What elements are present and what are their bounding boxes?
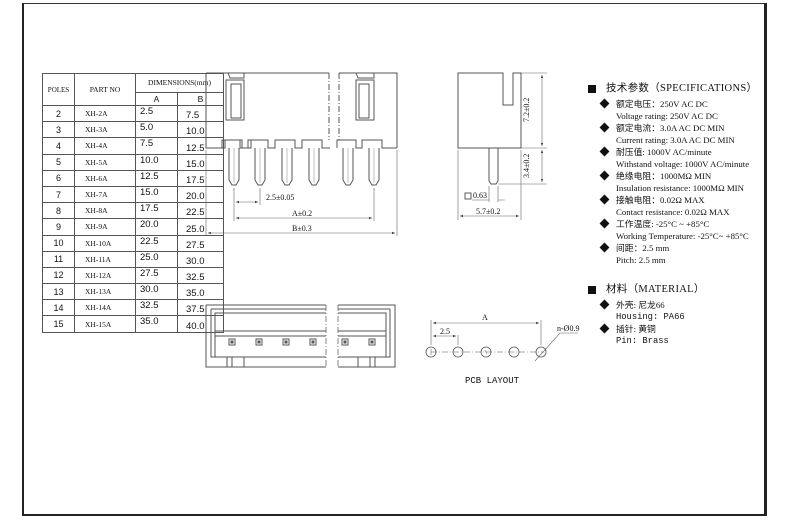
spec-en: Contact resistance: 0.02Ω MAX [616,207,730,217]
specifications-heading: 技术参数（SPECIFICATIONS） [588,83,768,95]
spec-cn: 额定电压：250V AC DC [616,99,708,109]
height-dimension-label: 7.2±0.2 [522,97,531,122]
spec-cn: 工作温度: -25°C ~ +85°C [616,219,710,229]
spec-cn: 接触电阻：0.02Ω MAX [616,195,705,205]
cell-poles: 15 [42,315,75,333]
diamond-bullet-icon [599,323,610,334]
spec-en: Withstand voltage: 1000V AC/minute [616,159,750,169]
side-view [457,72,547,220]
cell-b: 17.5 [177,169,224,187]
pcb-layout-drawing [425,320,578,362]
cell-b: 10.0 [177,121,224,139]
diamond-bullet-icon [599,170,610,181]
specifications-section: 技术参数（SPECIFICATIONS） 额定电压：250V AC DC Volt… [588,83,768,266]
diamond-bullet-icon [599,98,610,109]
pitch-dimension-label: 2.5±0.05 [266,193,295,202]
cell-b: 40.0 [177,315,224,333]
cell-b: 12.5 [177,137,224,155]
spec-cn: 间距：2.5 mm [616,243,670,253]
material-en: Housing: PA66 [616,312,685,322]
spec-item: 间距：2.5 mm Pitch: 2.5 mm [588,242,768,266]
diamond-bullet-icon [599,122,610,133]
spec-cn: 耐压值: 1000V AC/minute [616,147,712,157]
material-en: Pin: Brass [616,336,669,346]
drawing-frame [22,3,767,516]
square-bullet-icon [588,286,596,294]
diamond-bullet-icon [599,146,610,157]
spec-en: Voltage rating: 250V AC DC [616,111,718,121]
cell-a: 35.0 [135,315,178,333]
diamond-bullet-icon [599,299,610,310]
spec-item: 接触电阻：0.02Ω MAX Contact resistance: 0.02Ω … [588,194,768,218]
pcb-pitch-label: 2.5 [440,327,450,336]
cell-b: 37.5 [177,299,224,317]
cell-b: 25.0 [177,218,224,236]
spec-en: Working Temperature: -25°C~ +85°C [616,231,749,241]
header-b: B [177,91,224,107]
spec-cn: 绝缘电阻：1000MΩ MIN [616,171,712,181]
spec-en: Current rating: 3.0A AC DC MIN [616,135,735,145]
cell-b: 22.5 [177,202,224,220]
cell-part: XH-15A [74,315,136,333]
spec-item: 绝缘电阻：1000MΩ MIN Insulation resistance: 10… [588,170,768,194]
spec-item: 额定电流：3.0A AC DC MIN Current rating: 3.0A … [588,122,768,146]
cell-b: 20.0 [177,185,224,204]
spec-cn: 额定电流：3.0A AC DC MIN [616,123,725,133]
b-dimension-label: B±0.3 [292,224,312,233]
material-cn: 外壳: 尼龙66 [616,300,665,310]
width-dimension-label: 5.7±0.2 [476,207,501,216]
top-view [205,304,396,368]
material-item: 插针: 黄铜 Pin: Brass [588,323,768,347]
diamond-bullet-icon [599,194,610,205]
pcb-hole-label: n-Ø0.9 [557,324,580,333]
spec-item: 工作温度: -25°C ~ +85°C Working Temperature: … [588,218,768,242]
spec-en: Insulation resistance: 1000MΩ MIN [616,183,744,193]
pcb-a-label: A [482,313,488,322]
cell-b: 32.5 [177,266,224,285]
cell-b: 27.5 [177,234,224,252]
pin-square-label: 0.63 [473,191,487,200]
cell-b: 30.0 [177,250,224,268]
material-heading: 材料（MATERIAL） [588,284,768,296]
a-dimension-label: A±0.2 [292,209,313,218]
square-bullet-icon [588,85,596,93]
spec-en: Pitch: 2.5 mm [616,255,666,265]
cell-b: 35.0 [177,283,224,301]
pin-length-dimension-label: 3.4±0.2 [522,153,531,178]
diamond-bullet-icon [599,242,610,253]
front-view [205,72,398,236]
pcb-layout-title: PCB LAYOUT [465,376,520,386]
spec-item: 额定电压：250V AC DC Voltage rating: 250V AC D… [588,98,768,122]
cell-b: 15.0 [177,153,224,171]
diamond-bullet-icon [599,218,610,229]
header-part-no: PART NO [74,73,136,106]
material-cn: 插针: 黄铜 [616,324,656,334]
